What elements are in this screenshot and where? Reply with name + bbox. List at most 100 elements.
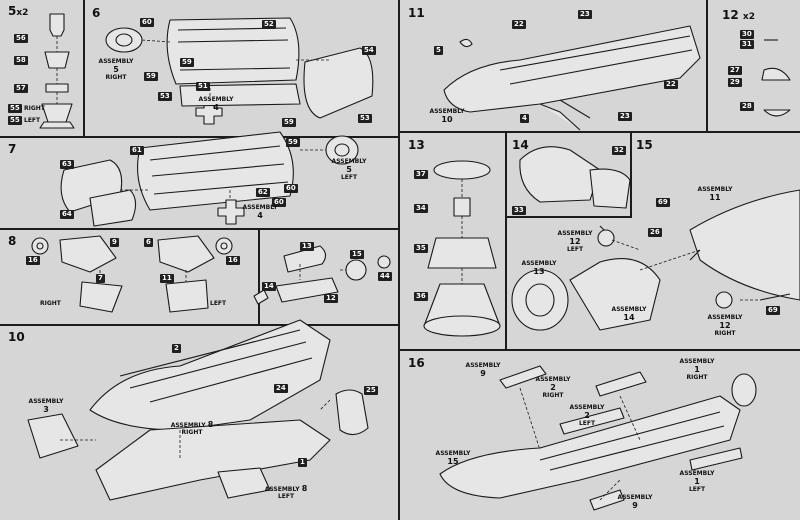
step8-right-label: RIGHT [40,300,61,307]
part-16-b: 16 [226,256,240,265]
assembly-number: 4 [213,103,219,112]
caption-word: ASSEMBLY [435,450,471,457]
caption-word: ASSEMBLY [521,260,557,267]
caption-side: LEFT [578,420,596,427]
part-1: 1 [298,458,307,467]
caption-side: LEFT [277,493,295,500]
part-56: 56 [14,34,28,43]
part-54: 54 [362,46,376,55]
divider-row2-right [400,349,800,351]
assembly-number: 2 [550,383,556,392]
part-55-right: 55 [8,104,22,113]
part-2: 2 [172,344,181,353]
part-13: 13 [300,242,314,251]
part-24: 24 [274,384,288,393]
part-27: 27 [728,66,742,75]
assembly-number: 2 [584,411,590,420]
caption-word: ASSEMBLY [569,404,605,411]
part-51: 51 [196,82,210,91]
divider-row2-left [0,228,398,230]
part-61: 61 [130,146,144,155]
caption-word: ASSEMBLY [242,204,278,211]
part-58: 58 [14,56,28,65]
part-12: 12 [324,294,338,303]
caption-word: ASSEMBLY [679,358,715,365]
part-62: 62 [256,188,270,197]
part-59-d: 59 [286,138,300,147]
part-32: 32 [612,146,626,155]
divider-14-15v [630,132,632,218]
part-16: 16 [26,256,40,265]
step6-hull-tube [105,17,374,125]
step-6-number: 6 [92,6,101,20]
caption-word: ASSEMBLY [557,230,593,237]
assembly-8-left-step10: ASSEMBLY 8 LEFT [256,484,316,500]
step16-ship [439,365,757,511]
assembly-number: 3 [43,405,49,414]
divider-row1 [0,136,398,138]
caption-word: ASSEMBLY [617,494,653,501]
caption-side: RIGHT [181,429,203,436]
part-11: 11 [160,274,174,283]
caption-word: ASSEMBLY [98,58,134,65]
part-22-b: 22 [664,80,678,89]
divider-center [398,0,400,520]
caption-side: RIGHT [686,374,708,381]
assembly-number: 8 [301,484,308,493]
part-34: 34 [414,204,428,213]
part-57: 57 [14,84,28,93]
part-37: 37 [414,170,428,179]
divider-row1-right [400,131,800,133]
part-59-b: 59 [180,58,194,67]
step15-engine [511,189,800,331]
caption-word: ASSEMBLY [429,108,465,115]
step-5-number: 5x2 [8,4,28,18]
part-60-c: 60 [272,198,286,207]
assembly-number: 10 [441,115,453,124]
part-7: 7 [96,274,105,283]
assembly-number: 1 [694,477,700,486]
part-26: 26 [648,228,662,237]
guide-lines [56,36,760,501]
step-11-number: 11 [408,6,425,20]
step7-hull-tube [60,131,359,227]
caption-word: ASSEMBLY [611,306,647,313]
caption-side: LEFT [566,246,584,253]
assembly-number: 8 [207,420,214,429]
assembly-number: 5 [346,165,352,174]
part-23-b: 23 [618,112,632,121]
step13-cone [423,160,501,337]
part-59: 59 [144,72,158,81]
part-14: 14 [262,282,276,291]
caption-word: ASSEMBLY [331,158,367,165]
caption-word: ASSEMBLY [465,362,501,369]
part-30: 30 [740,30,754,39]
step-15-number: 15 [636,138,653,152]
assembly-number: 12 [719,321,731,330]
assembly-number: 14 [623,313,635,322]
assembly-number: 9 [480,369,486,378]
step14-nose-parts [253,245,391,305]
label-right: RIGHT [24,105,45,112]
caption-side: LEFT [688,486,706,493]
part-33: 33 [512,206,526,215]
divider-11-12 [706,0,708,132]
divider-8-14 [258,229,260,325]
step-12-number: 12 x2 [722,8,755,22]
part-69: 69 [656,198,670,207]
step-13-number: 13 [408,138,425,152]
part-31: 31 [740,40,754,49]
